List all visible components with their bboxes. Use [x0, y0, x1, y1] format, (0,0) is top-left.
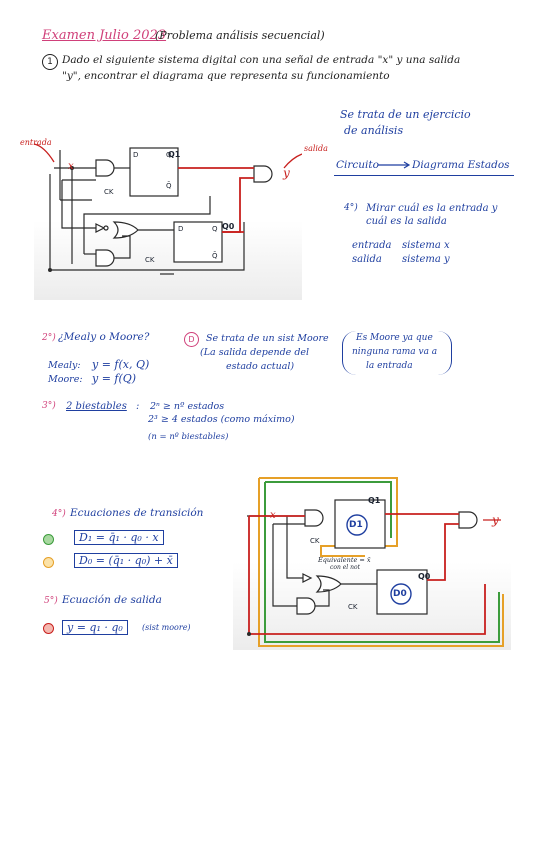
flow-circuito: Circuito: [336, 159, 379, 171]
biestables-colon: :: [136, 401, 140, 412]
step3-num: 3°): [42, 401, 56, 411]
problem-number-badge: 1: [42, 54, 58, 70]
problem-line-1: Dado el siguiente sistema digital con un…: [62, 54, 461, 66]
equation-d1: D₁ = q̄₁ · q₀ · x: [74, 530, 164, 545]
aside-line1: Es Moore ya que: [356, 333, 433, 343]
c2-q0-label: Q0: [418, 572, 431, 581]
equation-d0: D₀ = (q̄₁ · q₀) + x̄: [74, 553, 178, 568]
flow-underline: [334, 175, 514, 176]
in-value: sistema x: [402, 240, 450, 251]
biestables-line2: 2³ ≥ 4 estados (como máximo): [148, 414, 295, 425]
step2-num: 2°): [42, 333, 56, 343]
x-input-label: x: [68, 161, 74, 172]
moore-note-l3: estado actual): [226, 361, 295, 372]
ff1-ck-pin: CK: [104, 188, 114, 196]
moore-note-l1: Se trata de un sist Moore: [206, 333, 329, 344]
q0-label: Q0: [222, 222, 235, 231]
mealy-equation: y = f(x, Q): [92, 358, 150, 371]
c2-y-label: y: [492, 513, 499, 527]
y-output-label: y: [283, 166, 290, 180]
ff0-d-pin: D: [178, 225, 184, 233]
ecuaciones-title: Ecuaciones de transición: [70, 507, 204, 519]
green-dot: [43, 534, 54, 545]
ff1-q-pin: Q: [166, 151, 172, 159]
step4b-num: 4°): [52, 509, 66, 519]
q1-label: Q1: [168, 150, 181, 159]
step4-line2: cuál es la salida: [366, 216, 447, 227]
flow-diagrama: Diagrama Estados: [412, 159, 510, 171]
biestables-label: 2 biestables: [66, 401, 127, 412]
c2-note: Equivalente = x̄: [318, 556, 371, 564]
ff1-qbar-pin: Q̄: [166, 182, 172, 190]
c2-ck1-label: CK: [310, 537, 320, 545]
orange-dot: [43, 557, 54, 568]
moore-note-l2: (La salida depende del: [200, 347, 310, 358]
biestables-line3: (n = nº biestables): [148, 432, 229, 442]
moore-label: Moore:: [48, 374, 83, 385]
circuit-1-diagram: [34, 143, 302, 275]
c2-d1-label: D1: [349, 520, 363, 530]
out-value: sistema y: [402, 254, 450, 265]
ff1-d-pin: D: [133, 151, 139, 159]
salida-title: Ecuación de salida: [62, 594, 162, 606]
red-dot: [43, 623, 54, 634]
biestables-line1: 2ⁿ ≥ nº estados: [150, 401, 225, 412]
aside-bracket: [342, 331, 452, 375]
circuit-2-diagram: [247, 477, 504, 647]
exam-subtitle: (Problema análisis secuencial): [155, 29, 325, 42]
in-label: entrada: [352, 240, 392, 251]
moore-equation: y = f(Q): [92, 372, 137, 385]
step4-line1: Mirar cuál es la entrada y: [366, 203, 498, 214]
exam-title: Examen Julio 2023: [42, 28, 167, 43]
out-label: salida: [352, 254, 382, 265]
aside-line2: ninguna rama va a: [352, 347, 438, 357]
c2-ck0-label: CK: [348, 603, 358, 611]
c2-q1-label: Q1: [368, 496, 381, 505]
ff0-ck-pin: CK: [145, 256, 155, 264]
c2-note2: con el not: [330, 564, 361, 571]
note-analysis-l2: de análisis: [344, 124, 404, 137]
step5-num: 5°): [44, 596, 58, 606]
ff0-q-pin: Q: [212, 225, 218, 233]
c2-d0-label: D0: [393, 589, 407, 599]
ff0-qbar-pin: Q̄: [212, 252, 218, 260]
note-analysis-l1: Se trata de un ejercicio: [340, 108, 471, 121]
c2-x-label: x: [270, 510, 276, 521]
d-marker-badge: D: [184, 332, 199, 347]
flow-arrow-icon: [378, 161, 411, 169]
problem-line-2: "y", encontrar el diagrama que represent…: [62, 70, 390, 82]
aside-line3: la entrada: [366, 361, 413, 371]
salida-label: salida: [304, 144, 328, 153]
entrada-label: entrada: [20, 138, 52, 147]
step4-num: 4°): [344, 203, 358, 213]
equation-y: y = q₁ · q₀: [62, 620, 128, 635]
mealy-moore-question: ¿Mealy o Moore?: [58, 331, 150, 343]
equation-y-note: (sist moore): [142, 623, 191, 632]
mealy-label: Mealy:: [48, 360, 81, 371]
